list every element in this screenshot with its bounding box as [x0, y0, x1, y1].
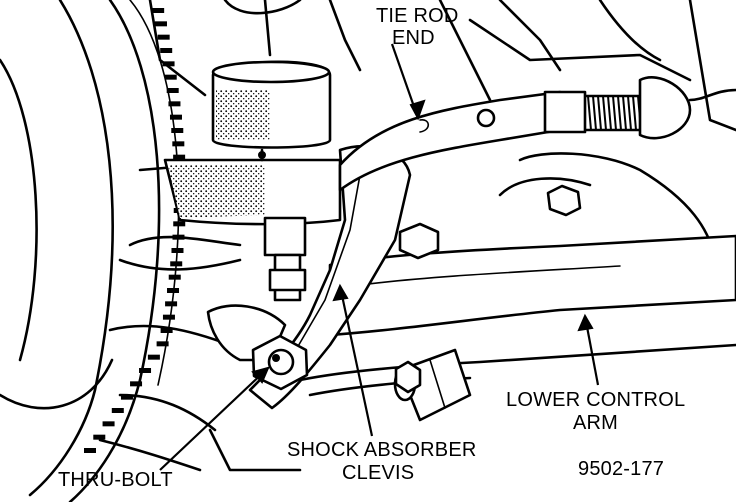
brake-rotor: [0, 0, 180, 502]
rotor-tooth: [170, 261, 183, 267]
tie-rod-end: [163, 60, 736, 302]
rotor-tooth: [162, 61, 175, 67]
arrow-lower-arm: [577, 313, 594, 332]
rotor-tooth: [152, 8, 165, 13]
rotor-tooth: [84, 448, 96, 453]
thread-line: [587, 95, 592, 131]
rotor-tooth: [169, 114, 182, 120]
thread-line: [602, 95, 607, 131]
leader-clevis: [338, 285, 374, 437]
threaded-rod: [585, 94, 642, 132]
thread-line: [627, 95, 632, 131]
rotor-tooth: [102, 421, 115, 427]
label-shock-absorber-line1: SHOCK ABSORBER: [287, 439, 477, 461]
knuckle-frame: [98, 0, 736, 472]
rotor-tooth: [160, 48, 173, 53]
rotor-tooth: [154, 21, 167, 27]
label-lower-control-arm-line1: LOWER CONTROL: [506, 389, 685, 411]
rotor-tooth: [171, 248, 184, 253]
figure-number: 9502-177: [578, 458, 664, 480]
rotor-tooth: [166, 88, 179, 93]
thread-line: [592, 95, 597, 131]
rotor-tooth: [168, 274, 181, 280]
thread-line: [607, 95, 612, 131]
thread-line: [622, 95, 627, 131]
rotor-tooth: [162, 314, 175, 320]
hex-bolt: [398, 184, 582, 260]
rotor-tooth: [139, 368, 152, 373]
rotor-tooth: [157, 34, 170, 40]
rotor-tooth: [167, 288, 180, 293]
leader-thru-bolt: [159, 367, 269, 471]
rotor-tooth: [173, 154, 186, 160]
rotor-tooth: [172, 141, 185, 147]
thru-bolt-head: [251, 334, 309, 391]
rotor-teeth: [84, 8, 186, 453]
rotor-tooth: [147, 354, 160, 360]
arrow-thru-bolt: [251, 366, 270, 384]
label-lower-control-arm-line2: ARM: [573, 412, 618, 434]
label-thru-bolt: THRU-BOLT: [58, 469, 173, 491]
leader-lines: [159, 43, 600, 471]
rotor-tooth: [160, 328, 173, 333]
labels: TIE ROD END LOWER CONTROL ARM SHOCK ABSO…: [58, 5, 685, 491]
arrow-clevis: [332, 283, 349, 302]
label-tie-rod-end-line1: TIE ROD: [376, 5, 459, 27]
thread-line: [617, 95, 622, 131]
rotor-tooth: [111, 408, 124, 413]
rotor-tooth: [173, 221, 186, 227]
label-shock-absorber-line2: CLEVIS: [342, 462, 414, 484]
lock-nut: [394, 360, 422, 394]
rotor-tooth: [164, 74, 177, 80]
thread-line: [597, 95, 602, 131]
rotor-tooth: [165, 301, 178, 307]
rotor-tooth: [130, 381, 143, 387]
rotor-tooth: [156, 341, 169, 347]
rotor-tooth: [120, 394, 133, 400]
arrow-tie-rod: [409, 99, 426, 121]
thread-outline: [585, 94, 642, 132]
rotor-tooth: [93, 434, 106, 440]
thread-line: [612, 95, 617, 131]
label-tie-rod-end-line2: END: [392, 27, 435, 49]
rotor-tooth: [171, 128, 184, 133]
rotor-tooth: [168, 101, 181, 107]
thread-line: [632, 95, 637, 131]
